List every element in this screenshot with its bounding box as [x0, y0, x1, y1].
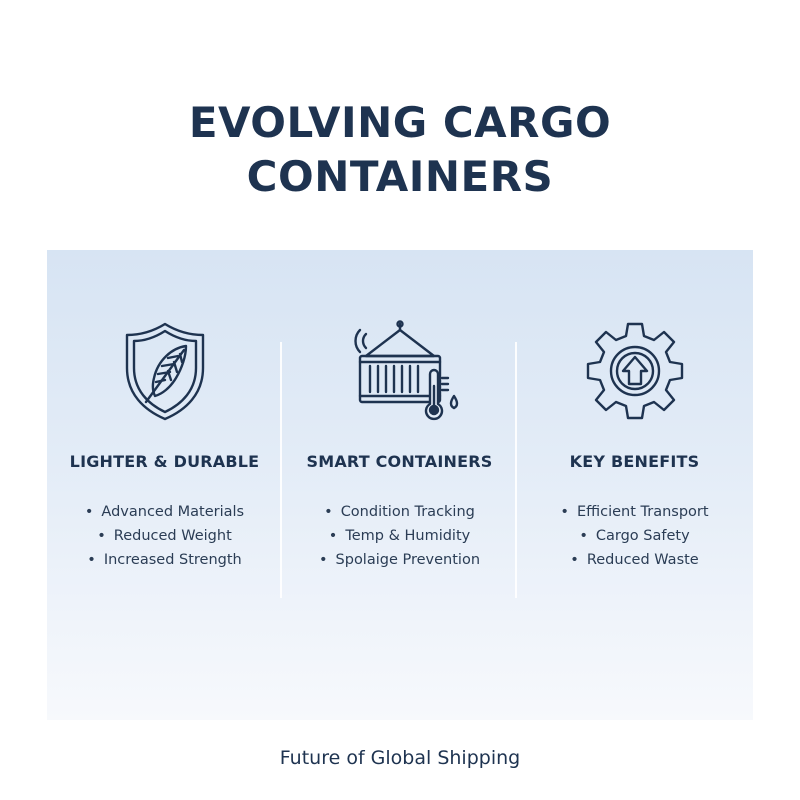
column-heading: KEY BENEFITS	[569, 452, 700, 471]
list-item: •Condition Tracking	[282, 500, 517, 524]
column-lighter-durable: LIGHTER & DURABLE •Advanced Materials •R…	[47, 250, 282, 720]
gear-arrow-icon	[517, 316, 752, 426]
list-item: •Increased Strength	[47, 548, 282, 572]
smart-container-icon	[282, 316, 517, 426]
bullet-icon: •	[84, 504, 94, 520]
title-line-2: CONTAINERS	[246, 152, 554, 201]
column-divider-1	[280, 342, 282, 598]
bullet-icon: •	[324, 504, 333, 520]
column-key-benefits: KEY BENEFITS •Efficient Transport •Cargo…	[517, 250, 752, 720]
feature-list: •Efficient Transport •Cargo Safety •Redu…	[517, 500, 752, 572]
list-item: •Cargo Safety	[517, 524, 752, 548]
feature-list: •Condition Tracking •Temp & Humidity •Sp…	[282, 500, 517, 572]
feature-list: •Advanced Materials •Reduced Weight •Inc…	[47, 500, 282, 572]
bullet-icon: •	[97, 528, 106, 544]
features-panel: LIGHTER & DURABLE •Advanced Materials •R…	[47, 250, 753, 720]
title-line-1: EVOLVING CARGO	[188, 98, 612, 147]
page-title: EVOLVING CARGO CONTAINERS	[0, 96, 800, 204]
column-smart-containers: SMART CONTAINERS •Condition Tracking •Te…	[282, 250, 517, 720]
list-item: •Efficient Transport	[517, 500, 752, 524]
list-item: •Spolaige Prevention	[282, 548, 517, 572]
list-item: •Reduced Waste	[517, 548, 752, 572]
column-heading: SMART CONTAINERS	[306, 452, 493, 471]
list-item: •Temp & Humidity	[282, 524, 517, 548]
bullet-icon: •	[328, 528, 338, 544]
shield-feather-icon	[47, 316, 282, 426]
list-item: •Advanced Materials	[47, 500, 282, 524]
bullet-icon: •	[560, 504, 569, 520]
bullet-icon: •	[318, 552, 328, 568]
column-heading: LIGHTER & DURABLE	[69, 452, 260, 471]
column-divider-2	[515, 342, 517, 598]
bullet-icon: •	[87, 552, 96, 568]
bullet-icon: •	[579, 528, 588, 544]
bullet-icon: •	[570, 552, 579, 568]
footer-caption: Future of Global Shipping	[279, 747, 521, 769]
list-item: •Reduced Weight	[47, 524, 282, 548]
